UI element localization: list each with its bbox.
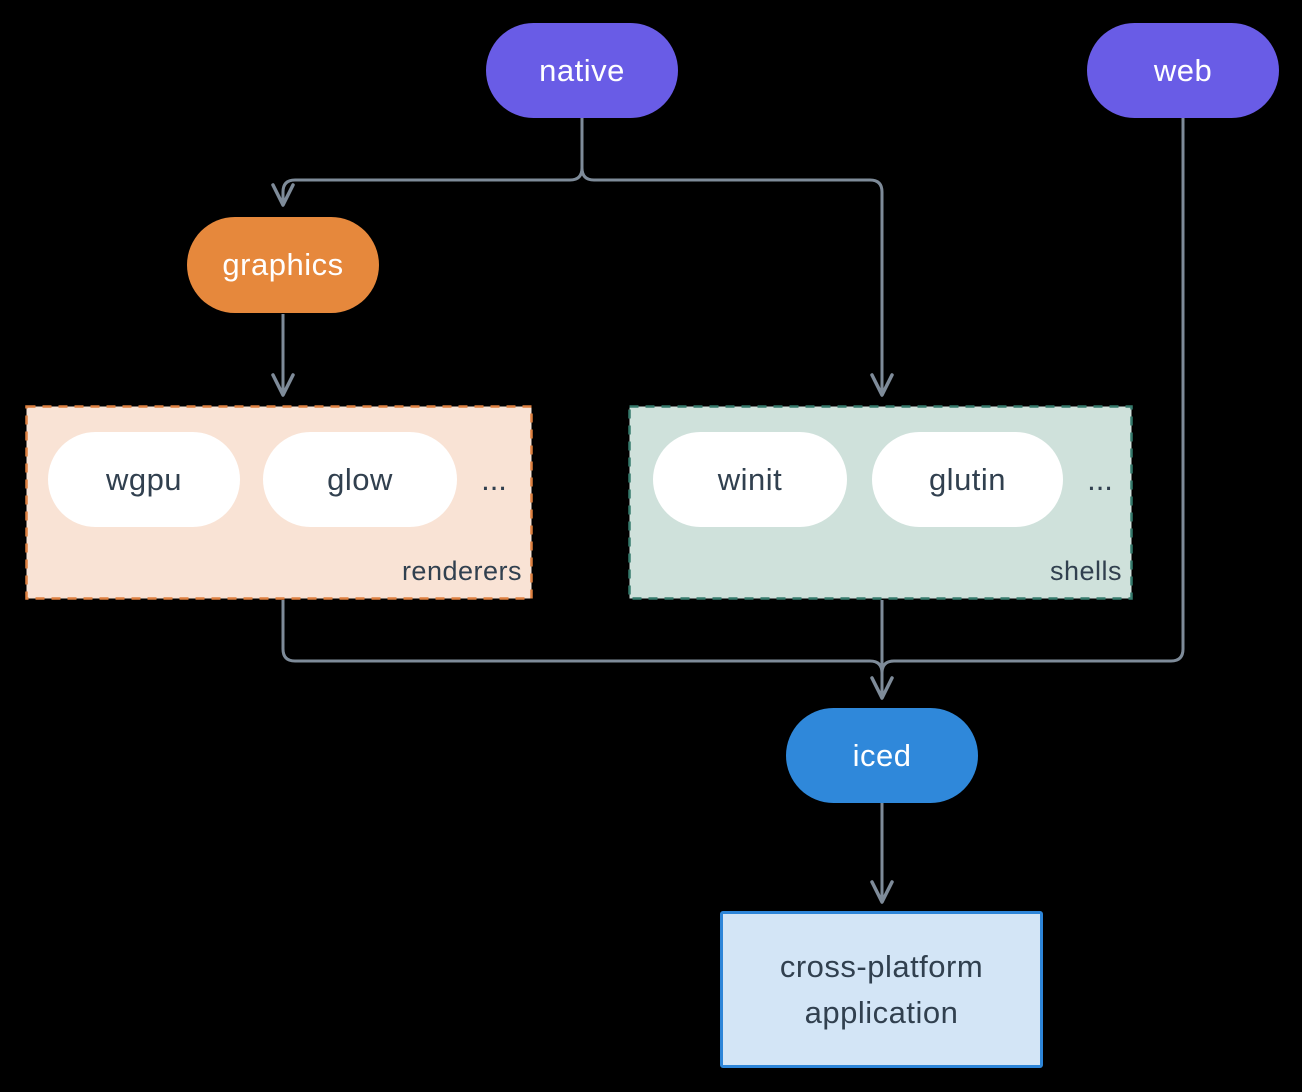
- shells-ellipsis: ...: [1087, 461, 1113, 497]
- node-native: native: [486, 23, 678, 118]
- node-graphics: graphics: [187, 217, 379, 313]
- node-iced-label: iced: [852, 737, 912, 773]
- cross-platform-application-box: cross-platform application: [720, 911, 1043, 1068]
- node-web-label: web: [1153, 52, 1213, 88]
- node-wgpu: wgpu: [48, 432, 240, 527]
- node-web: web: [1087, 23, 1279, 118]
- connector-renderers-to-iced: [281, 600, 884, 674]
- app-label-line1: cross-platform: [779, 948, 984, 984]
- node-graphics-label: graphics: [222, 247, 344, 282]
- connector-native-to-graphics: [271, 118, 584, 207]
- node-winit: winit: [653, 432, 847, 527]
- connector-native-to-shells: [580, 118, 894, 397]
- node-native-label: native: [539, 52, 625, 88]
- renderers-ellipsis: ...: [481, 461, 507, 497]
- node-glutin-label: glutin: [928, 461, 1007, 497]
- node-glow-label: glow: [327, 461, 393, 497]
- node-wgpu-label: wgpu: [105, 461, 183, 497]
- shells-group-label: shells: [1049, 556, 1122, 586]
- node-winit-label: winit: [717, 461, 783, 497]
- renderers-group-label: renderers: [401, 556, 522, 586]
- app-label-line2: application: [804, 994, 959, 1030]
- node-glutin: glutin: [872, 432, 1063, 527]
- node-glow: glow: [263, 432, 457, 527]
- node-iced: iced: [786, 708, 978, 803]
